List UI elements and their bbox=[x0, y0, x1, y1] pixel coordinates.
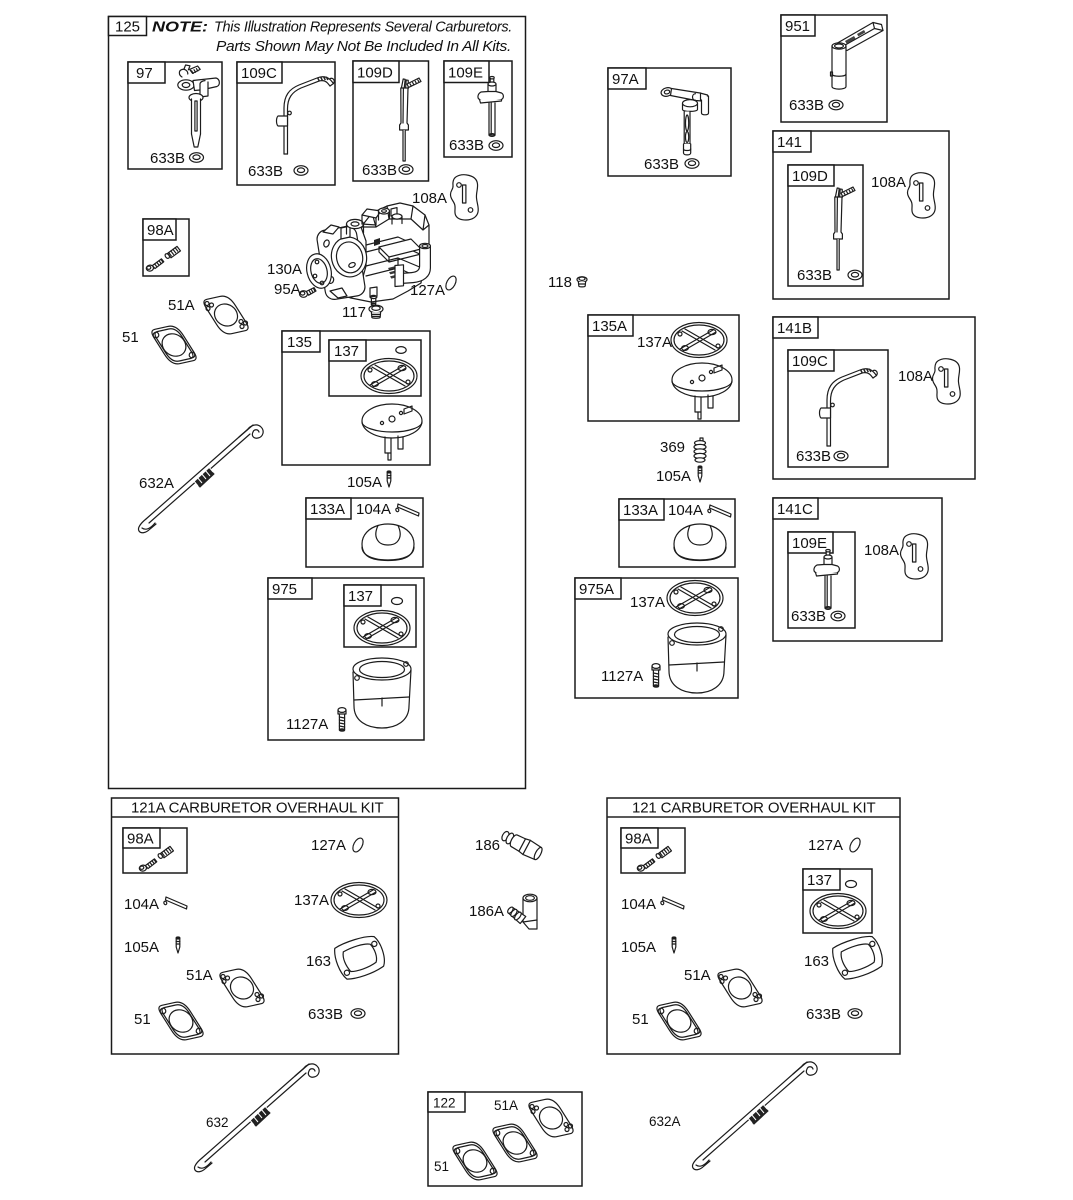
svg-text:109C: 109C bbox=[792, 353, 828, 370]
svg-text:633B: 633B bbox=[308, 1006, 343, 1023]
svg-text:186A: 186A bbox=[469, 903, 504, 920]
svg-text:108A: 108A bbox=[412, 190, 447, 207]
svg-text:122: 122 bbox=[433, 1096, 456, 1111]
svg-text:104A: 104A bbox=[356, 501, 391, 518]
svg-text:632A: 632A bbox=[649, 1114, 681, 1129]
svg-text:104A: 104A bbox=[668, 502, 703, 519]
svg-text:1127A: 1127A bbox=[601, 668, 643, 685]
svg-text:51A: 51A bbox=[684, 967, 711, 984]
svg-text:633B: 633B bbox=[248, 163, 283, 180]
svg-text:951: 951 bbox=[785, 18, 810, 35]
svg-text:51: 51 bbox=[122, 329, 139, 346]
svg-text:97A: 97A bbox=[612, 71, 639, 88]
svg-text:135: 135 bbox=[287, 334, 312, 351]
svg-text:118: 118 bbox=[548, 274, 572, 291]
svg-text:97: 97 bbox=[136, 65, 153, 82]
svg-text:975A: 975A bbox=[579, 581, 614, 598]
svg-text:108A: 108A bbox=[871, 174, 906, 191]
svg-text:121 CARBURETOR OVERHAUL KIT: 121 CARBURETOR OVERHAUL KIT bbox=[632, 800, 876, 817]
svg-text:633B: 633B bbox=[797, 267, 832, 284]
svg-text:105A: 105A bbox=[656, 468, 691, 485]
svg-text:127A: 127A bbox=[808, 837, 843, 854]
svg-text:117: 117 bbox=[342, 304, 366, 321]
svg-text:127A: 127A bbox=[410, 282, 445, 299]
svg-text:127A: 127A bbox=[311, 837, 346, 854]
svg-text:104A: 104A bbox=[124, 896, 159, 913]
svg-text:105A: 105A bbox=[621, 939, 656, 956]
svg-text:NOTE:: NOTE: bbox=[152, 19, 208, 36]
svg-text:137A: 137A bbox=[630, 594, 665, 611]
svg-text:109D: 109D bbox=[792, 168, 828, 185]
svg-text:121A CARBURETOR OVERHAUL KIT: 121A CARBURETOR OVERHAUL KIT bbox=[131, 800, 384, 817]
svg-text:98A: 98A bbox=[127, 831, 154, 848]
svg-text:51A: 51A bbox=[168, 297, 195, 314]
svg-text:105A: 105A bbox=[347, 474, 382, 491]
svg-text:633B: 633B bbox=[362, 162, 397, 179]
svg-text:Parts Shown May Not Be Include: Parts Shown May Not Be Included In All K… bbox=[216, 38, 511, 55]
svg-text:137: 137 bbox=[334, 343, 359, 360]
svg-text:51: 51 bbox=[434, 1159, 449, 1174]
svg-text:633B: 633B bbox=[791, 608, 826, 625]
svg-text:109E: 109E bbox=[792, 535, 827, 552]
svg-text:163: 163 bbox=[804, 953, 829, 970]
svg-text:137A: 137A bbox=[294, 892, 329, 909]
svg-text:137: 137 bbox=[348, 588, 373, 605]
svg-text:95A: 95A bbox=[274, 281, 301, 298]
svg-text:108A: 108A bbox=[898, 368, 933, 385]
svg-text:633B: 633B bbox=[796, 448, 831, 465]
svg-text:135A: 135A bbox=[592, 318, 627, 335]
svg-text:633B: 633B bbox=[150, 150, 185, 167]
svg-text:108A: 108A bbox=[864, 542, 899, 559]
svg-text:109E: 109E bbox=[448, 65, 483, 82]
svg-text:163: 163 bbox=[306, 953, 331, 970]
svg-text:109C: 109C bbox=[241, 65, 277, 82]
svg-text:51: 51 bbox=[632, 1011, 649, 1028]
svg-text:51: 51 bbox=[134, 1011, 151, 1028]
svg-text:109D: 109D bbox=[357, 65, 393, 82]
svg-text:133A: 133A bbox=[623, 502, 658, 519]
svg-text:98A: 98A bbox=[147, 222, 174, 239]
svg-text:632: 632 bbox=[206, 1115, 229, 1130]
svg-text:125: 125 bbox=[115, 19, 140, 36]
svg-text:1127A: 1127A bbox=[286, 716, 328, 733]
svg-text:632A: 632A bbox=[139, 475, 174, 492]
svg-text:133A: 133A bbox=[310, 501, 345, 518]
svg-text:This Illustration Represents S: This Illustration Represents Several Car… bbox=[214, 19, 512, 36]
svg-text:105A: 105A bbox=[124, 939, 159, 956]
svg-text:369: 369 bbox=[660, 439, 685, 456]
svg-text:633B: 633B bbox=[449, 137, 484, 154]
svg-text:975: 975 bbox=[272, 581, 297, 598]
svg-text:51A: 51A bbox=[186, 967, 213, 984]
svg-text:137A: 137A bbox=[637, 334, 672, 351]
svg-text:633B: 633B bbox=[806, 1006, 841, 1023]
svg-text:186: 186 bbox=[475, 837, 500, 854]
svg-text:104A: 104A bbox=[621, 896, 656, 913]
svg-text:141B: 141B bbox=[777, 320, 812, 337]
svg-text:633B: 633B bbox=[644, 156, 679, 173]
svg-text:633B: 633B bbox=[789, 97, 824, 114]
svg-text:141: 141 bbox=[777, 134, 802, 151]
svg-text:98A: 98A bbox=[625, 831, 652, 848]
svg-text:141C: 141C bbox=[777, 501, 813, 518]
svg-text:51A: 51A bbox=[494, 1098, 518, 1113]
svg-text:130A: 130A bbox=[267, 261, 302, 278]
svg-text:137: 137 bbox=[807, 872, 832, 889]
